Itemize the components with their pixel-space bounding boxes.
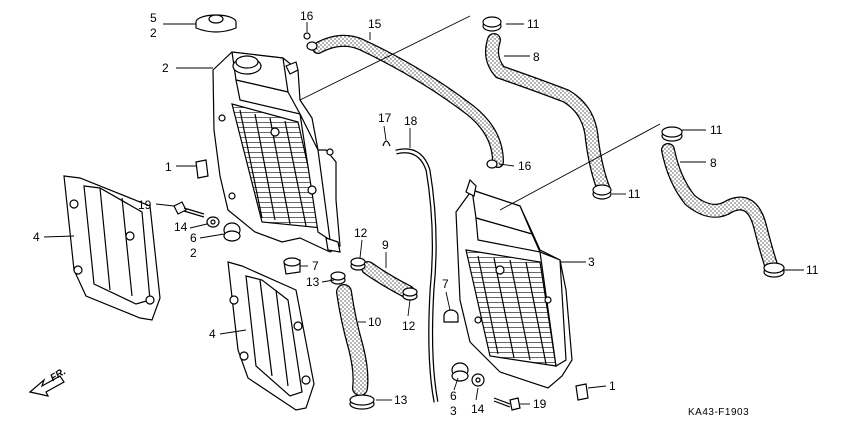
left-radiator	[212, 51, 341, 253]
callout-19: 19	[138, 198, 152, 212]
right-radiator-shroud	[227, 261, 315, 411]
callout-3: 3	[450, 404, 457, 418]
callout-18: 18	[404, 114, 418, 128]
callout-11: 11	[628, 187, 641, 201]
callout-1: 1	[609, 379, 616, 393]
small-hardware	[173, 32, 589, 411]
left-radiator-shroud	[63, 175, 161, 321]
callout-7: 7	[442, 277, 449, 291]
radiator-cap	[195, 14, 237, 33]
callout-16: 16	[300, 9, 314, 23]
callout-labels: 5 2 2 1 19 14 6 2 4 4 16 15 11 8 11 11 8…	[33, 9, 819, 418]
front-arrow-icon	[28, 375, 65, 397]
callout-6: 6	[190, 231, 197, 245]
hose-clamps	[306, 16, 785, 410]
right-radiator	[455, 178, 573, 389]
callout-4: 4	[33, 230, 40, 244]
callout-13: 13	[394, 393, 408, 407]
callout-9: 9	[382, 238, 389, 252]
callout-19: 19	[533, 397, 547, 411]
callout-13: 13	[306, 275, 320, 289]
callout-11: 11	[527, 17, 540, 31]
callout-16: 16	[518, 159, 532, 173]
callout-14: 14	[174, 220, 188, 234]
callout-2: 2	[162, 61, 169, 75]
callout-17: 17	[378, 111, 392, 125]
callout-10: 10	[368, 315, 382, 329]
hose-15	[312, 34, 504, 168]
callout-8: 8	[533, 50, 540, 64]
callout-1: 1	[165, 160, 172, 174]
callout-15: 15	[368, 17, 382, 31]
callout-3: 3	[588, 255, 595, 269]
callout-7: 7	[312, 259, 319, 273]
callout-11: 11	[806, 263, 819, 277]
callout-5: 5	[150, 11, 157, 25]
callout-14: 14	[471, 402, 485, 416]
callout-2: 2	[190, 246, 197, 260]
callout-12: 12	[354, 226, 368, 240]
callout-11: 11	[710, 123, 723, 137]
callout-6: 6	[450, 389, 457, 403]
callout-4: 4	[209, 327, 216, 341]
leader-lines	[43, 15, 804, 405]
callout-12: 12	[402, 319, 416, 333]
callout-2: 2	[150, 26, 157, 40]
callout-8: 8	[710, 156, 717, 170]
diagram-code: KA43-F1903	[688, 407, 749, 418]
